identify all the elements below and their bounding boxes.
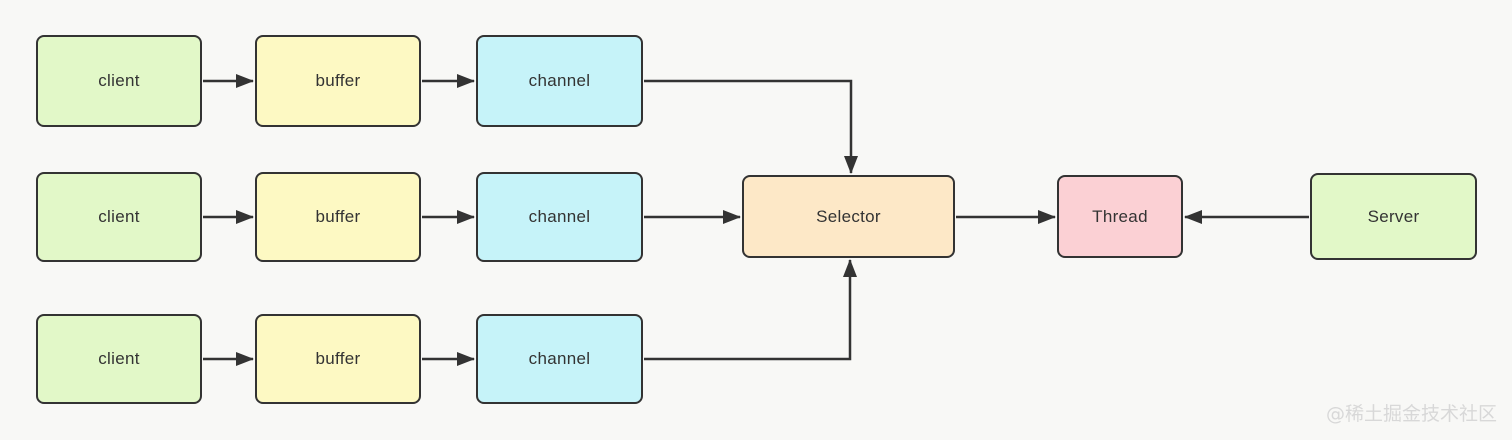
node-buffer-3: buffer xyxy=(255,314,421,404)
node-label: buffer xyxy=(315,207,361,226)
node-buffer-1: buffer xyxy=(255,35,421,127)
node-label: channel xyxy=(528,349,591,368)
node-selector: Selector xyxy=(742,175,955,258)
node-channel-3: channel xyxy=(476,314,643,404)
edge-channel1-to-selector xyxy=(644,79,858,174)
node-buffer-2: buffer xyxy=(255,172,421,262)
node-label: channel xyxy=(528,207,591,226)
node-label: client xyxy=(98,207,140,226)
watermark-text: @稀土掘金技术社区 xyxy=(1325,403,1497,425)
node-label: client xyxy=(98,71,140,90)
node-label: client xyxy=(98,349,140,368)
node-label: Selector xyxy=(816,206,881,226)
node-label: Server xyxy=(1367,206,1420,226)
node-label: buffer xyxy=(315,71,361,90)
node-label: buffer xyxy=(315,349,361,368)
node-label: Thread xyxy=(1092,206,1148,226)
node-client-1: client xyxy=(36,35,202,127)
edge-channel3-to-selector xyxy=(644,259,857,361)
node-thread: Thread xyxy=(1057,175,1183,258)
node-client-2: client xyxy=(36,172,202,262)
node-label: channel xyxy=(528,71,591,90)
node-channel-1: channel xyxy=(476,35,643,127)
node-client-3: client xyxy=(36,314,202,404)
node-server: Server xyxy=(1310,173,1477,260)
edge-group xyxy=(203,74,1309,366)
node-channel-2: channel xyxy=(476,172,643,262)
